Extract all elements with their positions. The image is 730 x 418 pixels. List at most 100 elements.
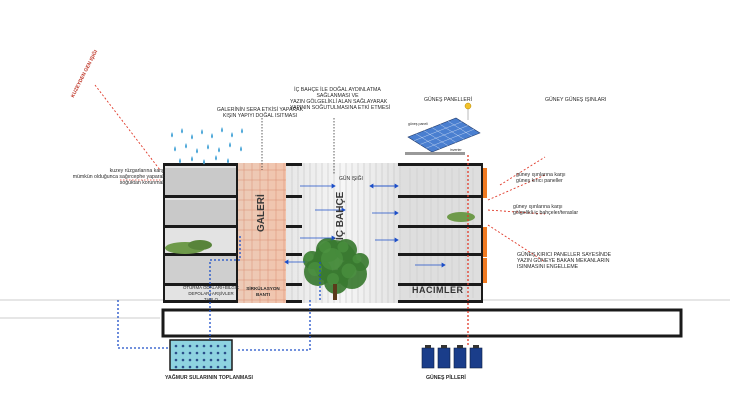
rain-drop	[229, 142, 231, 148]
tank-dot	[181, 351, 185, 355]
tank-dot	[209, 344, 213, 348]
guney-kirici-label: güney ışınlarına karşı güneş kırıcı pane…	[516, 172, 566, 184]
slab-mid	[286, 283, 302, 286]
rain-drop	[201, 129, 203, 135]
guney-golge-label: güney ışınlarına karşı gölgelikli iç bah…	[513, 204, 579, 216]
tank-dot	[209, 365, 213, 369]
wall-gallery-left	[236, 163, 238, 303]
airflow-arrowhead	[331, 235, 336, 241]
right-lines	[409, 168, 474, 298]
tank-dot	[181, 344, 185, 348]
solar-panel-array	[405, 102, 481, 155]
panel-tag-1: güneş paneli	[408, 122, 428, 126]
tank-dot	[202, 344, 206, 348]
facade-panel-2	[483, 227, 487, 257]
tank-dot	[216, 358, 220, 362]
tree-highlight	[327, 273, 339, 285]
slab-right	[398, 300, 483, 303]
airflow-arrowhead	[331, 183, 336, 189]
tank-dot	[223, 365, 227, 369]
slab-right	[398, 195, 483, 198]
battery	[421, 347, 435, 369]
guney-gunes-label: GÜNEY GÜNEŞ IŞINLARI	[545, 97, 607, 103]
slab-right	[398, 283, 483, 286]
tank-dot	[188, 351, 192, 355]
tank-dot	[209, 351, 213, 355]
gallery-shaft	[238, 163, 286, 303]
leader-lines	[261, 118, 335, 175]
airflow-arrows	[284, 183, 446, 268]
rain-drop	[207, 144, 209, 150]
tank-dot	[202, 358, 206, 362]
tank-dot	[188, 344, 192, 348]
slab-right	[398, 253, 483, 256]
tank-dot	[181, 365, 185, 369]
gunes-kirici-label: GÜNEŞ KIRICI PANELLER SAYESİNDE YAZIN GÜ…	[517, 252, 612, 270]
oturma-label: OTURMA ODALARI+BİLGİK DEPOLAR+ARŞİVLER T…	[183, 285, 239, 302]
basement-box	[161, 308, 683, 338]
rain-drop	[231, 132, 233, 138]
floor-left-3	[163, 168, 238, 197]
slab-right	[398, 225, 483, 228]
slab-mid	[286, 225, 302, 228]
battery	[437, 347, 451, 369]
tree-highlight	[319, 241, 331, 253]
facade-panel-3	[483, 168, 487, 198]
battery-terminal	[457, 345, 463, 348]
rain-drop	[191, 156, 193, 162]
floor-left-2	[163, 200, 238, 226]
tree-highlight	[304, 252, 314, 262]
slab-left	[163, 300, 238, 303]
sirkulasyon-label: SİRKÜLASYON BANTI	[246, 286, 280, 297]
rain-drop	[240, 146, 242, 152]
slab-right	[398, 163, 483, 166]
slab-mid	[286, 163, 302, 166]
galeri-label: GALERİ	[256, 194, 267, 232]
slab-left	[163, 225, 238, 228]
hacimler-label: HACİMLER	[412, 285, 464, 295]
tank-dot	[223, 344, 227, 348]
tree-highlight	[341, 263, 357, 279]
rain-drop	[218, 147, 220, 153]
battery	[469, 347, 483, 369]
airflow-arrowhead	[369, 183, 374, 189]
slab-left	[163, 283, 238, 286]
solar-batteries	[421, 345, 483, 369]
slab-left	[163, 253, 238, 256]
yagmur-label: YAĞMUR SULARININ TOPLANMASI	[165, 375, 253, 381]
rain-drop	[241, 128, 243, 134]
battery	[453, 347, 467, 369]
solar-cell-line	[413, 121, 463, 141]
water-lines	[117, 235, 321, 351]
roof-plants-left	[165, 240, 212, 254]
rain-drop	[185, 143, 187, 149]
galeri-sera-label: GALERİNİN SERA ETKİSİ YAPARAK KIŞIN YAPI…	[216, 107, 304, 119]
rain-tank	[169, 339, 233, 371]
tank-dot	[223, 351, 227, 355]
tank-dot	[174, 344, 178, 348]
airflow-arrowhead	[394, 237, 399, 243]
tank-dot	[181, 358, 185, 362]
tree-highlight	[352, 254, 362, 264]
floor-left-1	[163, 256, 238, 285]
sun-rays	[94, 84, 546, 263]
rain-drop	[227, 158, 229, 164]
airflow-arrowhead	[284, 259, 289, 265]
battery-terminal	[441, 345, 447, 348]
rain-drop	[221, 127, 223, 133]
tank-dot	[216, 344, 220, 348]
rain-drop	[215, 155, 217, 161]
tank-dot	[209, 358, 213, 362]
tree-highlight	[308, 262, 322, 276]
tree-highlight	[321, 248, 343, 270]
gunes-pilleri-label: GÜNEŞ PİLLERİ	[426, 375, 466, 381]
tank-dot	[195, 351, 199, 355]
rain-drop	[211, 133, 213, 139]
floor-slabs	[163, 163, 483, 303]
tank-dot	[195, 365, 199, 369]
tank-dot	[216, 365, 220, 369]
sun-symbol	[464, 102, 472, 110]
battery-terminal	[425, 345, 431, 348]
slab-left	[163, 163, 238, 166]
